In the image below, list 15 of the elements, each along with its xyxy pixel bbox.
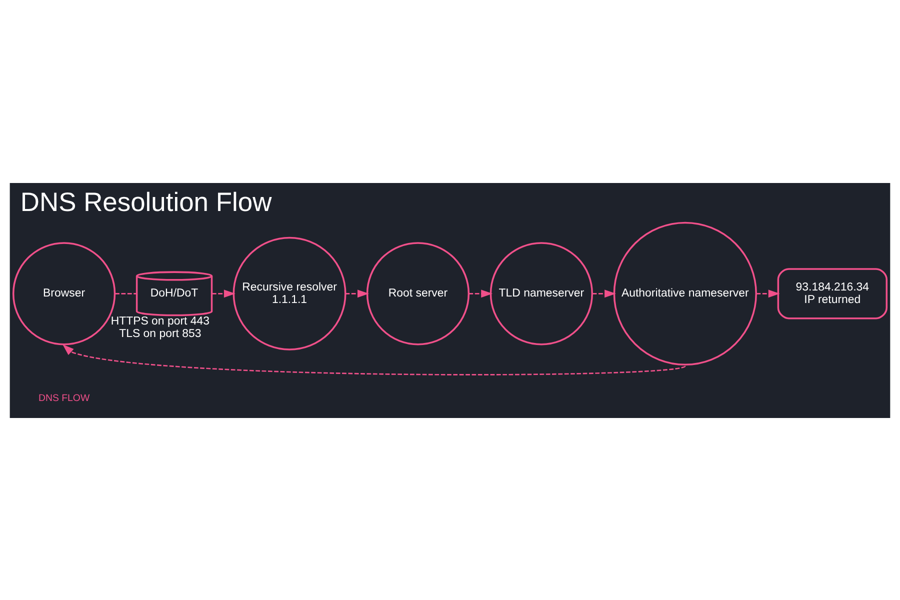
arrow — [345, 289, 369, 298]
node-label: TLS on port 853 — [119, 328, 202, 340]
arrow — [592, 289, 616, 298]
node-box: 93.184.216.34 IP returned — [777, 268, 888, 319]
arrow — [62, 344, 686, 375]
node-circle: Root server — [366, 242, 470, 345]
connector — [115, 292, 137, 294]
node-circle: TLD nameserver — [490, 242, 594, 345]
node-circle: Authoritative nameserver — [613, 221, 758, 365]
arrow — [756, 289, 780, 298]
diagram-title: DNS Resolution Flow — [20, 186, 272, 217]
label: DNS FLOW — [38, 392, 90, 404]
node-circle: Recursive resolver 1.1.1.1 — [232, 236, 346, 350]
arrow — [212, 289, 236, 298]
arrow — [468, 289, 493, 298]
